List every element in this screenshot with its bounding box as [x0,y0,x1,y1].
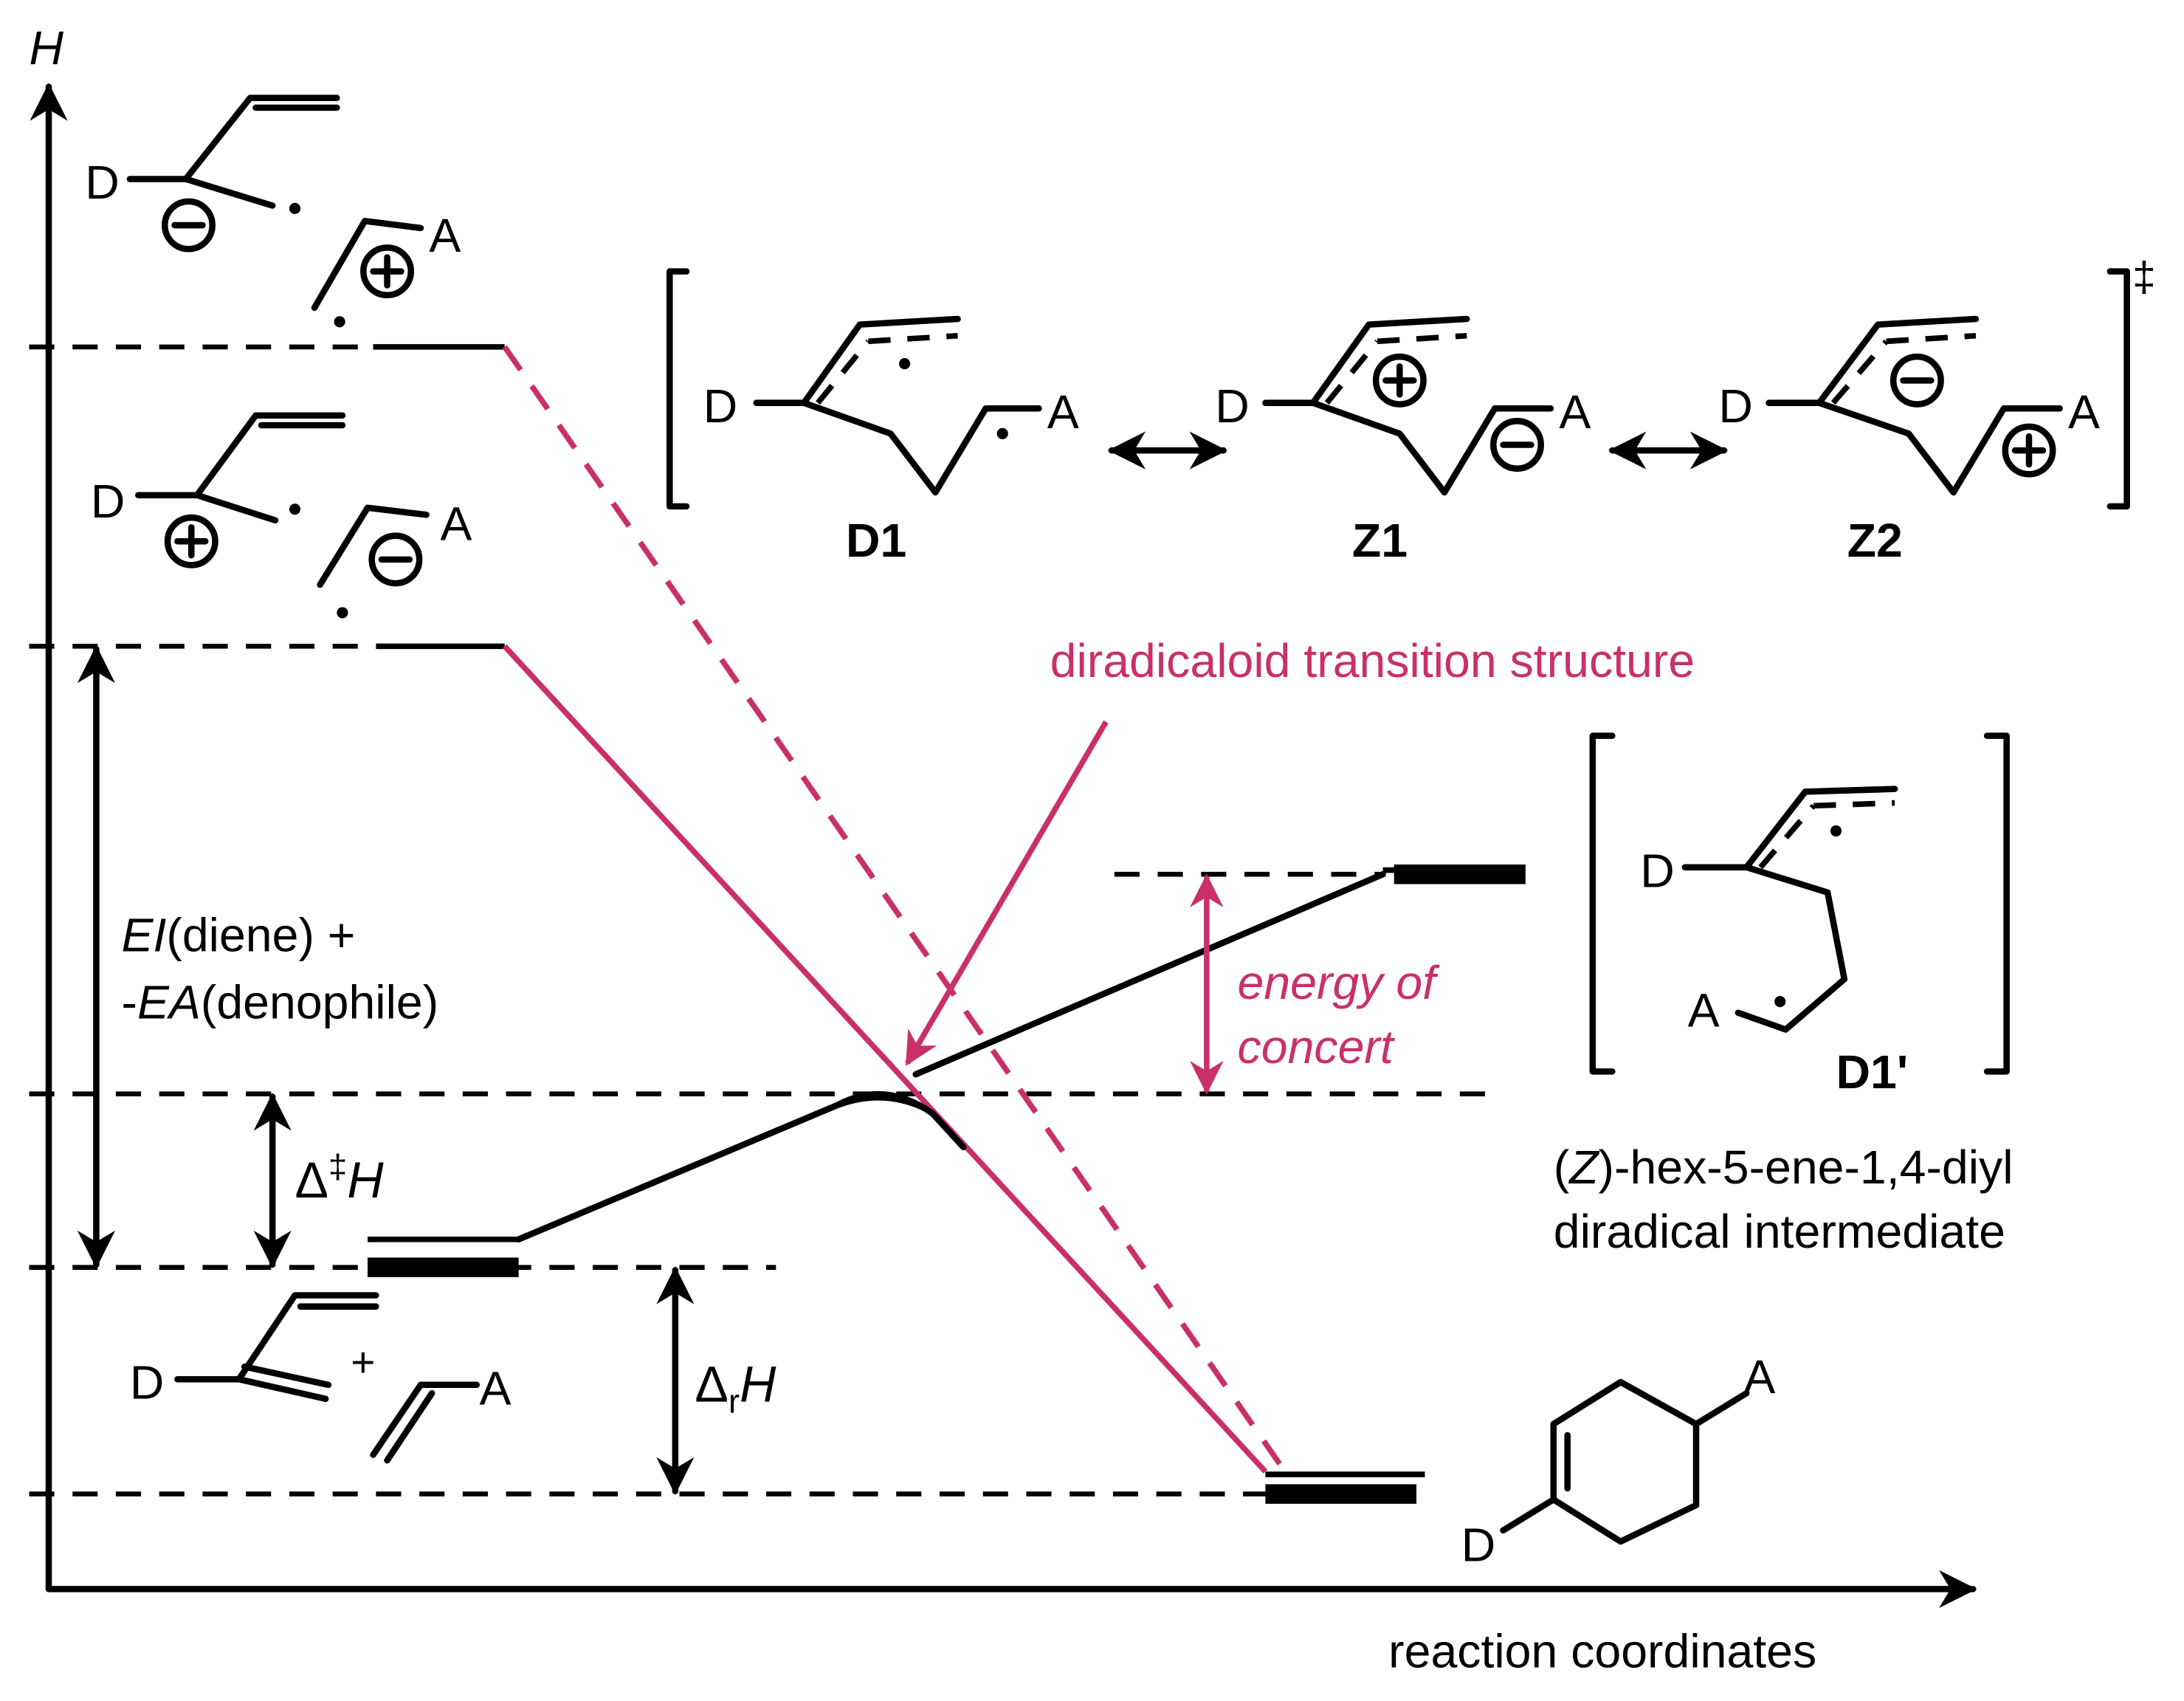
svg-text:A: A [1559,385,1591,439]
svg-text:D: D [1640,844,1675,897]
energy-of-concert-line2: concert [1238,1020,1396,1073]
energy-of-concert-line1: energy of [1238,956,1441,1009]
plus-charge-icon [360,244,415,299]
minus-charge-icon [1890,353,1944,408]
product-structure: A D [1461,1350,1776,1571]
bracket-right [2107,268,2130,510]
bracket-right [1983,732,2010,1075]
svg-text:D: D [130,1356,165,1409]
radical-dot [337,607,348,619]
bracket-left [666,268,690,510]
x-axis-label: reaction coordinates [1388,1625,1816,1678]
energy-arrows [77,645,1224,1495]
ts-dagger: ‡ [2132,254,2156,300]
ei-ea-label-line2: -EA(denophile) [122,975,439,1028]
path-concerted-top [834,1091,967,1150]
reaction-paths [502,345,1386,1474]
radical-dot [289,202,301,214]
svg-text:A: A [1688,984,1720,1037]
arrow-transition-pointer [905,720,1109,1066]
svg-text:A: A [1743,1350,1775,1403]
ei-ea-label-line1: EI(diene) + [122,908,356,961]
label-d1: D1 [846,514,906,567]
svg-text:A: A [1047,385,1079,439]
label-d1-prime: D1' [1836,1045,1909,1099]
structure-z1: D A Z1 [1215,315,1591,567]
y-axis-label: H [30,21,64,75]
radical-dot [289,504,301,515]
radical-dot [1830,825,1842,837]
radical-dot [996,427,1008,439]
svg-text:D: D [1718,379,1753,433]
path-ionic-upper [502,345,1288,1474]
minus-charge-icon [1490,418,1544,472]
bracket-left [1589,732,1616,1075]
path-concerted [515,1094,928,1243]
svg-text:A: A [429,209,461,262]
intermediate-caption-line1: (Z)-hex-5-ene-1,4-diyl [1554,1141,2014,1194]
reference-levels [29,344,1503,1496]
svg-text:+: + [351,1339,375,1386]
svg-text:D: D [91,475,125,528]
path-ionic-lower [502,644,1268,1474]
radical-dot [1774,996,1786,1008]
zwitterion-bottom: D A [91,412,472,619]
svg-text:A: A [480,1361,511,1415]
label-z2: Z2 [1847,514,1903,567]
svg-text:A: A [2068,385,2100,439]
plus-charge-icon [1372,353,1427,408]
svg-text:D: D [703,379,738,433]
svg-text:D: D [85,156,120,209]
structure-z2: D A Z2 [1718,315,2100,567]
reaction-enthalpy-label: ΔrH [695,1357,776,1420]
structure-d1: D A D1 [703,315,1079,567]
svg-text:A: A [441,497,472,550]
radical-dot [899,358,911,370]
diradical-intermediate: D A D1' [1589,732,2010,1099]
resonance-group: ‡ D A D1 D A Z1 [666,254,2156,567]
plus-charge-icon [2002,423,2056,478]
zwitterion-top: D A [85,94,461,328]
labels: EI(diene) + -EA(denophile) Δ‡H ΔrH dirad… [122,634,2014,1420]
svg-text:D: D [1215,379,1250,433]
minus-charge-icon [162,198,216,252]
svg-text:D: D [1461,1519,1496,1572]
minus-charge-icon [368,532,423,587]
activation-enthalpy-label: Δ‡H [295,1147,385,1209]
label-z1: Z1 [1352,514,1408,567]
intermediate-caption-line2: diradical intermediate [1554,1205,2005,1258]
radical-dot [334,316,345,328]
plus-charge-icon [164,514,218,568]
axes: H reaction coordinates [30,21,1977,1678]
reactants-structure: D + A [130,1292,511,1464]
path-stepwise [912,870,1386,1078]
transition-structure-label: diradicaloid transition structure [1050,634,1695,687]
energy-levels [368,344,1526,1504]
